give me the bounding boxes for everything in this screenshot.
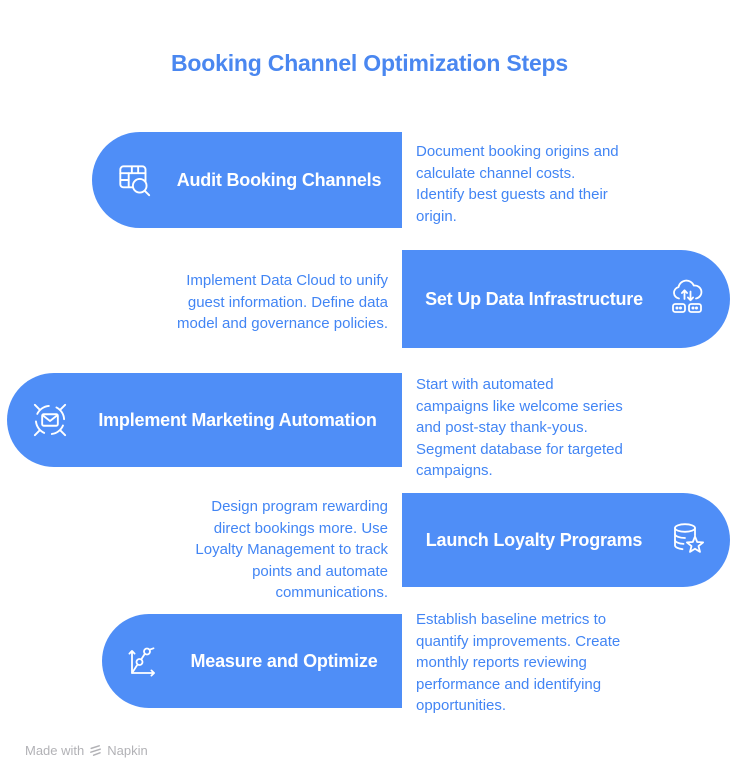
cloud-sync-icon — [666, 277, 710, 321]
step-pill-launch-loyalty-programs: Launch Loyalty Programs — [402, 493, 730, 587]
step-description: Implement Data Cloud to unify guest info… — [177, 272, 388, 332]
step-description: Establish baseline metrics to quantify i… — [416, 611, 621, 714]
napkin-logo-icon — [89, 744, 102, 757]
step-label: Measure and Optimize — [190, 650, 378, 671]
envelope-broadcast-icon — [27, 397, 73, 443]
page-title: Booking Channel Optimization Steps — [171, 50, 568, 76]
step-pill-audit-booking-channels: Audit Booking Channels — [92, 132, 402, 228]
step-description: Design program rewarding direct bookings… — [195, 498, 388, 601]
footer-brand-text: Napkin — [107, 743, 148, 758]
step-label: Implement Marketing Automation — [98, 409, 377, 430]
step-label: Audit Booking Channels — [176, 169, 382, 190]
step-pill-implement-marketing-automation: Implement Marketing Automation — [7, 373, 402, 467]
step-label: Launch Loyalty Programs — [425, 529, 643, 550]
database-star-icon — [666, 518, 710, 562]
step-pill-set-up-data-infrastructure: Set Up Data Infrastructure — [402, 250, 730, 348]
step-description: Start with automated campaigns like welc… — [416, 376, 623, 479]
chart-growth-icon — [122, 639, 166, 683]
step-pill-measure-and-optimize: Measure and Optimize — [102, 614, 402, 708]
step-label: Set Up Data Infrastructure — [425, 288, 643, 309]
step-description: Document booking origins and calculate c… — [416, 143, 619, 225]
table-search-icon — [114, 159, 156, 201]
footer: Made with Napkin — [25, 743, 148, 758]
footer-made-with-text: Made with — [25, 743, 85, 758]
